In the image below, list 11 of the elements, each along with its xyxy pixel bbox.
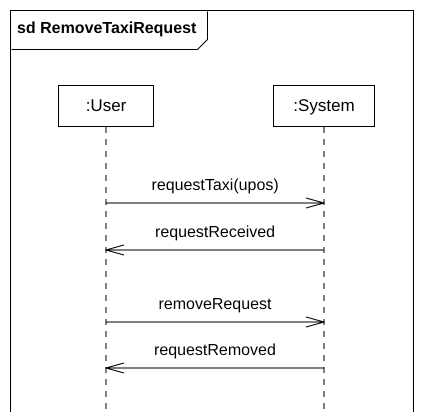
message-arrow xyxy=(106,362,324,374)
message-label: requestTaxi(upos) xyxy=(150,176,281,195)
message-arrow xyxy=(106,198,324,208)
message-label: requestRemoved xyxy=(152,341,278,360)
message-arrow xyxy=(106,316,324,328)
message-label: removeRequest xyxy=(156,295,274,314)
lifeline-head: :User xyxy=(58,85,154,127)
message-arrow xyxy=(106,244,324,256)
frame-title: sd RemoveTaxiRequest xyxy=(17,20,196,38)
lifeline-head: :System xyxy=(273,85,375,127)
sequence-frame xyxy=(10,10,414,412)
